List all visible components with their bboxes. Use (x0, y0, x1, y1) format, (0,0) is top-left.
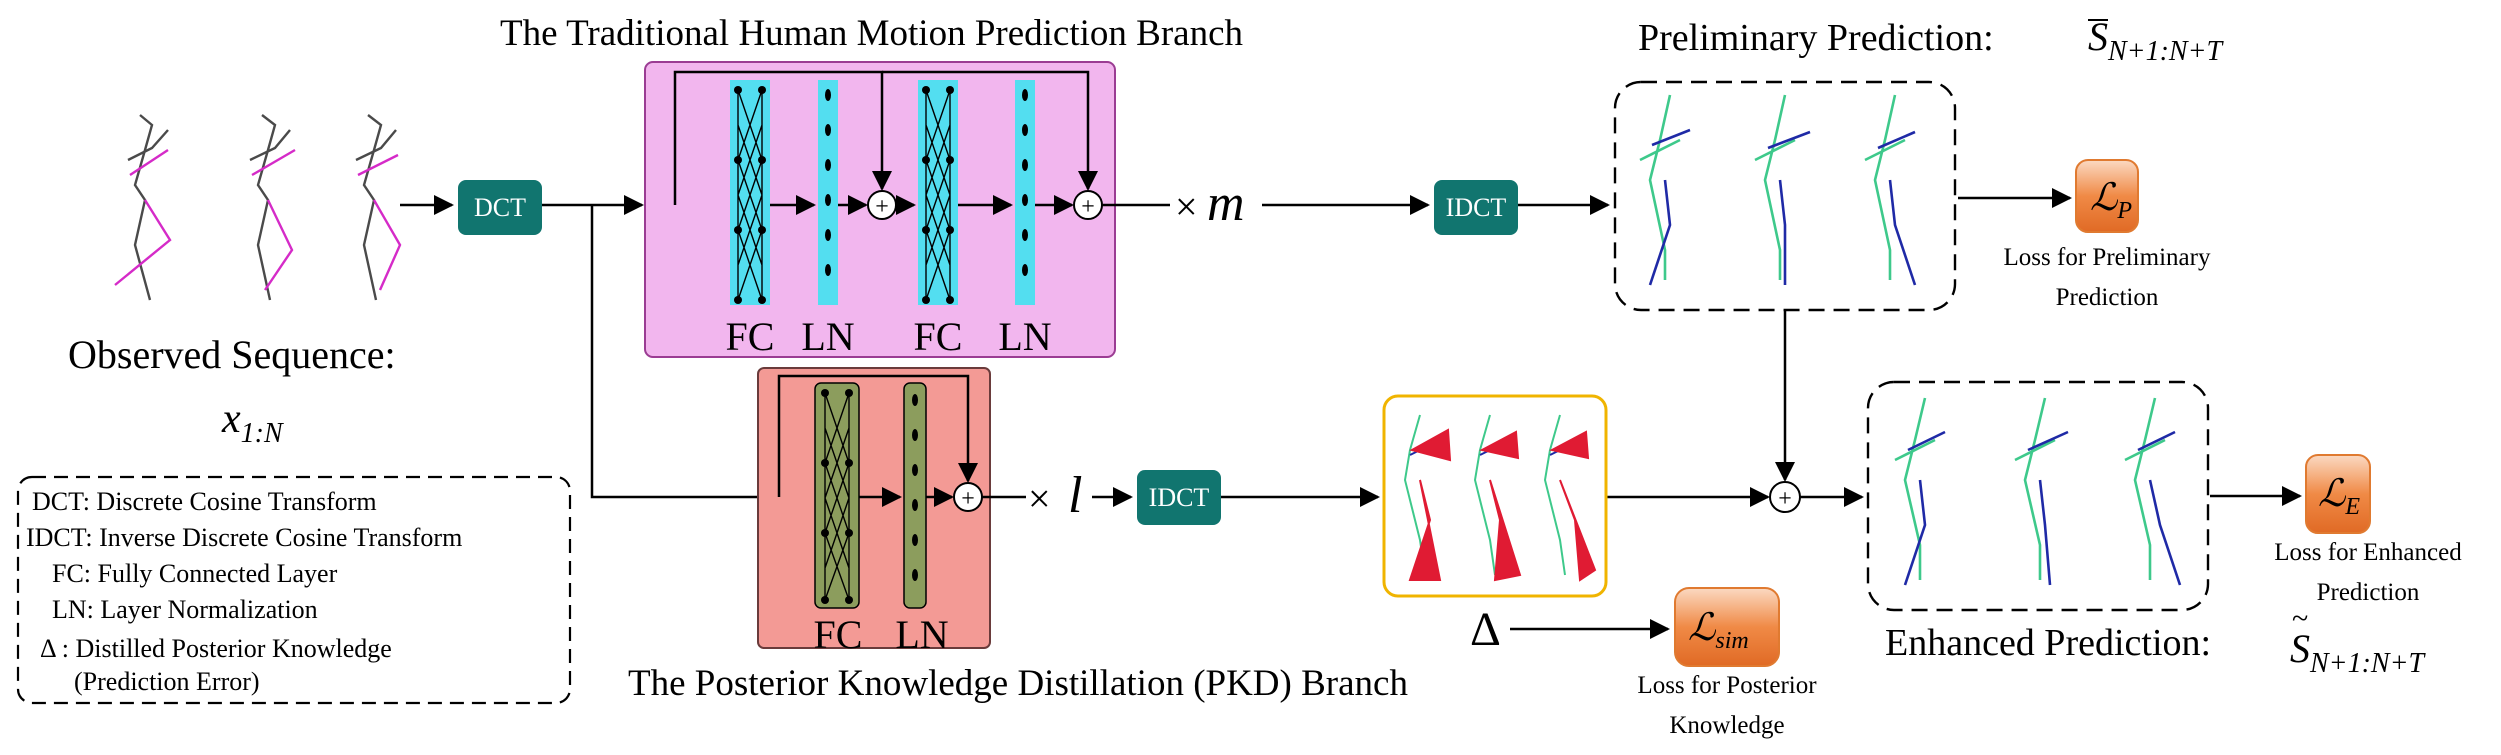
fc-block-pkd (814, 382, 860, 609)
sum-node-1-plus: + (875, 194, 889, 220)
fc-block-2 (918, 80, 958, 305)
preliminary-var: SN+1:N+T (2088, 14, 2224, 67)
sum-node-2-plus: + (1081, 194, 1095, 220)
repeat-m-label: m (1207, 175, 1245, 232)
traditional-branch-title: The Traditional Human Motion Prediction … (500, 13, 1243, 54)
enhanced-var: SN+1:N+T (2290, 626, 2426, 679)
preliminary-skeletons (1639, 94, 1917, 286)
legend-item-idct: IDCT: Inverse Discrete Cosine Transform (26, 523, 462, 552)
dct-block (458, 180, 542, 235)
ln-label-1: LN (801, 314, 854, 359)
times-l-symbol: × (1028, 476, 1051, 521)
legend-item-delta-note: (Prediction Error) (74, 667, 260, 696)
ln-block-pkd (903, 382, 927, 609)
legend-item-ln: LN: Layer Normalization (52, 595, 318, 624)
loss-p-symbol: ℒP (2090, 177, 2132, 224)
sum-node-pkd-plus: + (961, 486, 975, 512)
observed-skeleton-1 (114, 114, 172, 301)
loss-sim-box (1674, 587, 1780, 667)
ln-label-2: LN (998, 314, 1051, 359)
sum-node-merge-plus: + (1778, 486, 1792, 512)
fc-block-1 (730, 80, 770, 305)
loss-e-caption-2: Prediction (2317, 579, 2420, 606)
legend-item-delta: Δ : Distilled Posterior Knowledge (40, 634, 392, 663)
fc-label-pkd: FC (814, 612, 863, 657)
loss-p-box (2075, 159, 2139, 233)
observed-skeleton-3 (355, 114, 402, 301)
fc-label-2: FC (914, 314, 963, 359)
loss-p-caption-2: Prediction (2056, 284, 2159, 311)
ln-block-1 (818, 80, 838, 305)
loss-p-caption-1: Loss for Preliminary (2004, 244, 2211, 271)
idct-block-bottom (1137, 470, 1221, 525)
times-m-symbol: × (1175, 184, 1198, 229)
loss-sim-caption-2: Knowledge (1669, 712, 1784, 739)
observed-skeletons (114, 114, 402, 301)
loss-e-caption-1: Loss for Enhanced (2274, 539, 2462, 566)
legend-box (16, 475, 572, 705)
pkd-branch-box (757, 367, 991, 649)
pkd-branch-title: The Posterior Knowledge Distillation (PK… (628, 663, 1408, 704)
legend-item-fc: FC: Fully Connected Layer (52, 559, 338, 588)
observed-label: Observed Sequence: (68, 332, 396, 377)
idct-top-label: IDCT (1446, 193, 1507, 222)
sum-node-1 (867, 190, 897, 220)
loss-e-box (2305, 454, 2371, 534)
idct-bottom-label: IDCT (1149, 483, 1210, 512)
preliminary-label: Preliminary Prediction: (1638, 17, 1994, 59)
enhanced-var-tilde: ~ (2292, 602, 2308, 635)
enhanced-skeletons (1894, 397, 2182, 586)
loss-sim-caption-1: Loss for Posterior (1637, 672, 1817, 699)
idct-block-top (1434, 180, 1518, 235)
residual-skeletons (1403, 414, 1597, 582)
fc-label-1: FC (726, 314, 775, 359)
enhanced-pose-box (1866, 380, 2210, 612)
loss-e-symbol: ℒE (2318, 473, 2360, 520)
observed-skeleton-2 (249, 114, 296, 301)
loss-sim-symbol: ℒsim (1688, 607, 1749, 654)
delta-symbol: Δ (1470, 603, 1501, 656)
ln-label-pkd: LN (895, 612, 948, 657)
ln-block-2 (1015, 80, 1035, 305)
repeat-l-label: l (1068, 467, 1082, 524)
observed-var: x1:N (221, 396, 284, 449)
dct-label: DCT (474, 193, 526, 222)
enhanced-label: Enhanced Prediction: (1885, 622, 2211, 664)
legend-item-dct: DCT: Discrete Cosine Transform (32, 487, 377, 516)
